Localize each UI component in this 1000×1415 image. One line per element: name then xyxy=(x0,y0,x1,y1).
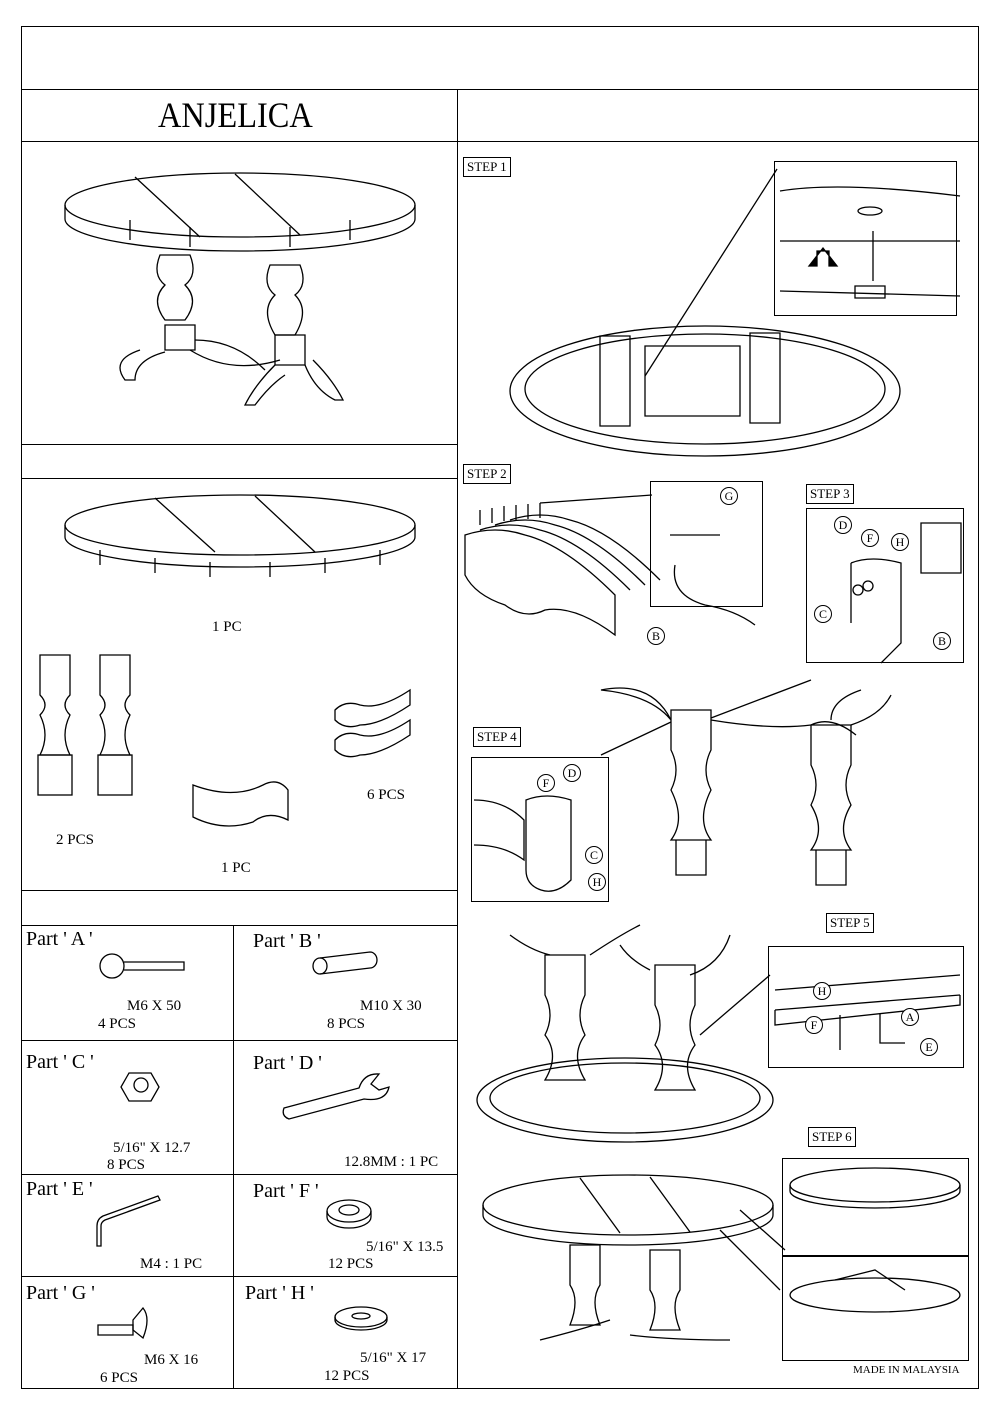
legs-qty: 6 PCS xyxy=(367,787,405,803)
step-1-illustration xyxy=(509,168,961,457)
step-4-detail xyxy=(471,757,609,902)
product-title: ANJELICA xyxy=(158,95,313,135)
tabletop-illustration xyxy=(64,494,416,577)
callout-c: C xyxy=(585,846,603,864)
made-in-label: MADE IN MALAYSIA xyxy=(853,1364,960,1376)
nut-icon xyxy=(120,1072,160,1102)
part-e-label: Part ' E ' xyxy=(26,1178,93,1200)
part-f-label: Part ' F ' xyxy=(253,1180,319,1202)
part-g-label: Part ' G ' xyxy=(26,1282,95,1304)
part-c-size: 5/16" X 12.7 xyxy=(113,1140,191,1156)
stretcher-illustration xyxy=(192,781,289,827)
part-h-label: Part ' H ' xyxy=(245,1282,314,1304)
callout-f: F xyxy=(805,1016,823,1034)
step-6-detail-bottom xyxy=(782,1256,969,1361)
part-f-qty: 12 PCS xyxy=(328,1256,374,1272)
divider xyxy=(21,890,458,891)
part-h-qty: 12 PCS xyxy=(324,1368,370,1384)
part-h-size: 5/16" X 17 xyxy=(360,1350,427,1366)
callout-c: C xyxy=(814,605,832,623)
legs-illustration xyxy=(334,688,411,758)
callout-a: A xyxy=(901,1008,919,1026)
spring-washer-icon xyxy=(326,1199,372,1229)
part-g-qty: 6 PCS xyxy=(100,1370,138,1386)
stretcher-qty: 1 PC xyxy=(221,860,251,876)
divider xyxy=(457,89,458,1389)
screw-icon xyxy=(97,1306,148,1340)
part-b-label: Part ' B ' xyxy=(253,930,321,952)
bolt-icon xyxy=(99,953,185,979)
step-3-detail xyxy=(806,508,964,663)
step-4-illustration xyxy=(473,679,892,892)
step-2-illustration xyxy=(464,494,756,637)
part-c-qty: 8 PCS xyxy=(107,1157,145,1173)
flat-washer-icon xyxy=(334,1306,388,1331)
part-b-size: M10 X 30 xyxy=(360,998,422,1014)
wrench-icon xyxy=(282,1073,390,1120)
divider xyxy=(21,89,979,90)
page-frame xyxy=(21,26,979,1389)
callout-b: B xyxy=(647,627,665,645)
part-g-size: M6 X 16 xyxy=(144,1352,199,1368)
divider xyxy=(21,141,979,142)
callout-h: H xyxy=(813,982,831,1000)
divider xyxy=(233,925,234,1389)
divider xyxy=(21,478,458,479)
pedestal-illustration xyxy=(37,654,133,796)
step-1-label: STEP 1 xyxy=(463,157,511,177)
tabletop-qty: 1 PC xyxy=(212,619,242,635)
divider xyxy=(21,1174,458,1175)
divider xyxy=(21,925,458,926)
part-a-qty: 4 PCS xyxy=(98,1016,136,1032)
pedestal-qty: 2 PCS xyxy=(56,832,94,848)
callout-f: F xyxy=(537,774,555,792)
step-6-label: STEP 6 xyxy=(808,1127,856,1147)
divider xyxy=(21,444,458,445)
part-a-label: Part ' A ' xyxy=(26,928,93,950)
part-a-size: M6 X 50 xyxy=(127,998,182,1014)
part-f-size: 5/16" X 13.5 xyxy=(366,1239,444,1255)
callout-d: D xyxy=(563,764,581,782)
callout-h: H xyxy=(588,873,606,891)
step-3-illustration xyxy=(850,522,962,664)
step-3-label: STEP 3 xyxy=(806,484,854,504)
part-b-qty: 8 PCS xyxy=(327,1016,365,1032)
part-e-size: M4 : 1 PC xyxy=(140,1256,203,1272)
divider xyxy=(21,1276,458,1277)
callout-f: F xyxy=(861,529,879,547)
assembled-table-illustration xyxy=(64,172,416,406)
dowel-icon xyxy=(312,951,378,975)
step-5-illustration xyxy=(476,924,961,1143)
part-d-size: 12.8MM : 1 PC xyxy=(344,1154,439,1170)
step-2-label: STEP 2 xyxy=(463,464,511,484)
step-1-detail xyxy=(774,161,957,316)
callout-h: H xyxy=(891,533,909,551)
part-d-label: Part ' D ' xyxy=(253,1052,322,1074)
step-4-label: STEP 4 xyxy=(473,727,521,747)
callout-b: B xyxy=(933,632,951,650)
callout-e: E xyxy=(920,1038,938,1056)
callout-g: G xyxy=(720,487,738,505)
part-c-label: Part ' C ' xyxy=(26,1051,94,1073)
step-2-detail xyxy=(650,481,763,607)
allen-key-icon xyxy=(96,1195,161,1247)
step-5-detail xyxy=(768,946,964,1068)
step-6-detail-top xyxy=(782,1158,969,1256)
step-6-illustration xyxy=(482,1167,961,1341)
step-5-label: STEP 5 xyxy=(826,913,874,933)
divider xyxy=(21,1040,458,1041)
callout-d: D xyxy=(834,516,852,534)
